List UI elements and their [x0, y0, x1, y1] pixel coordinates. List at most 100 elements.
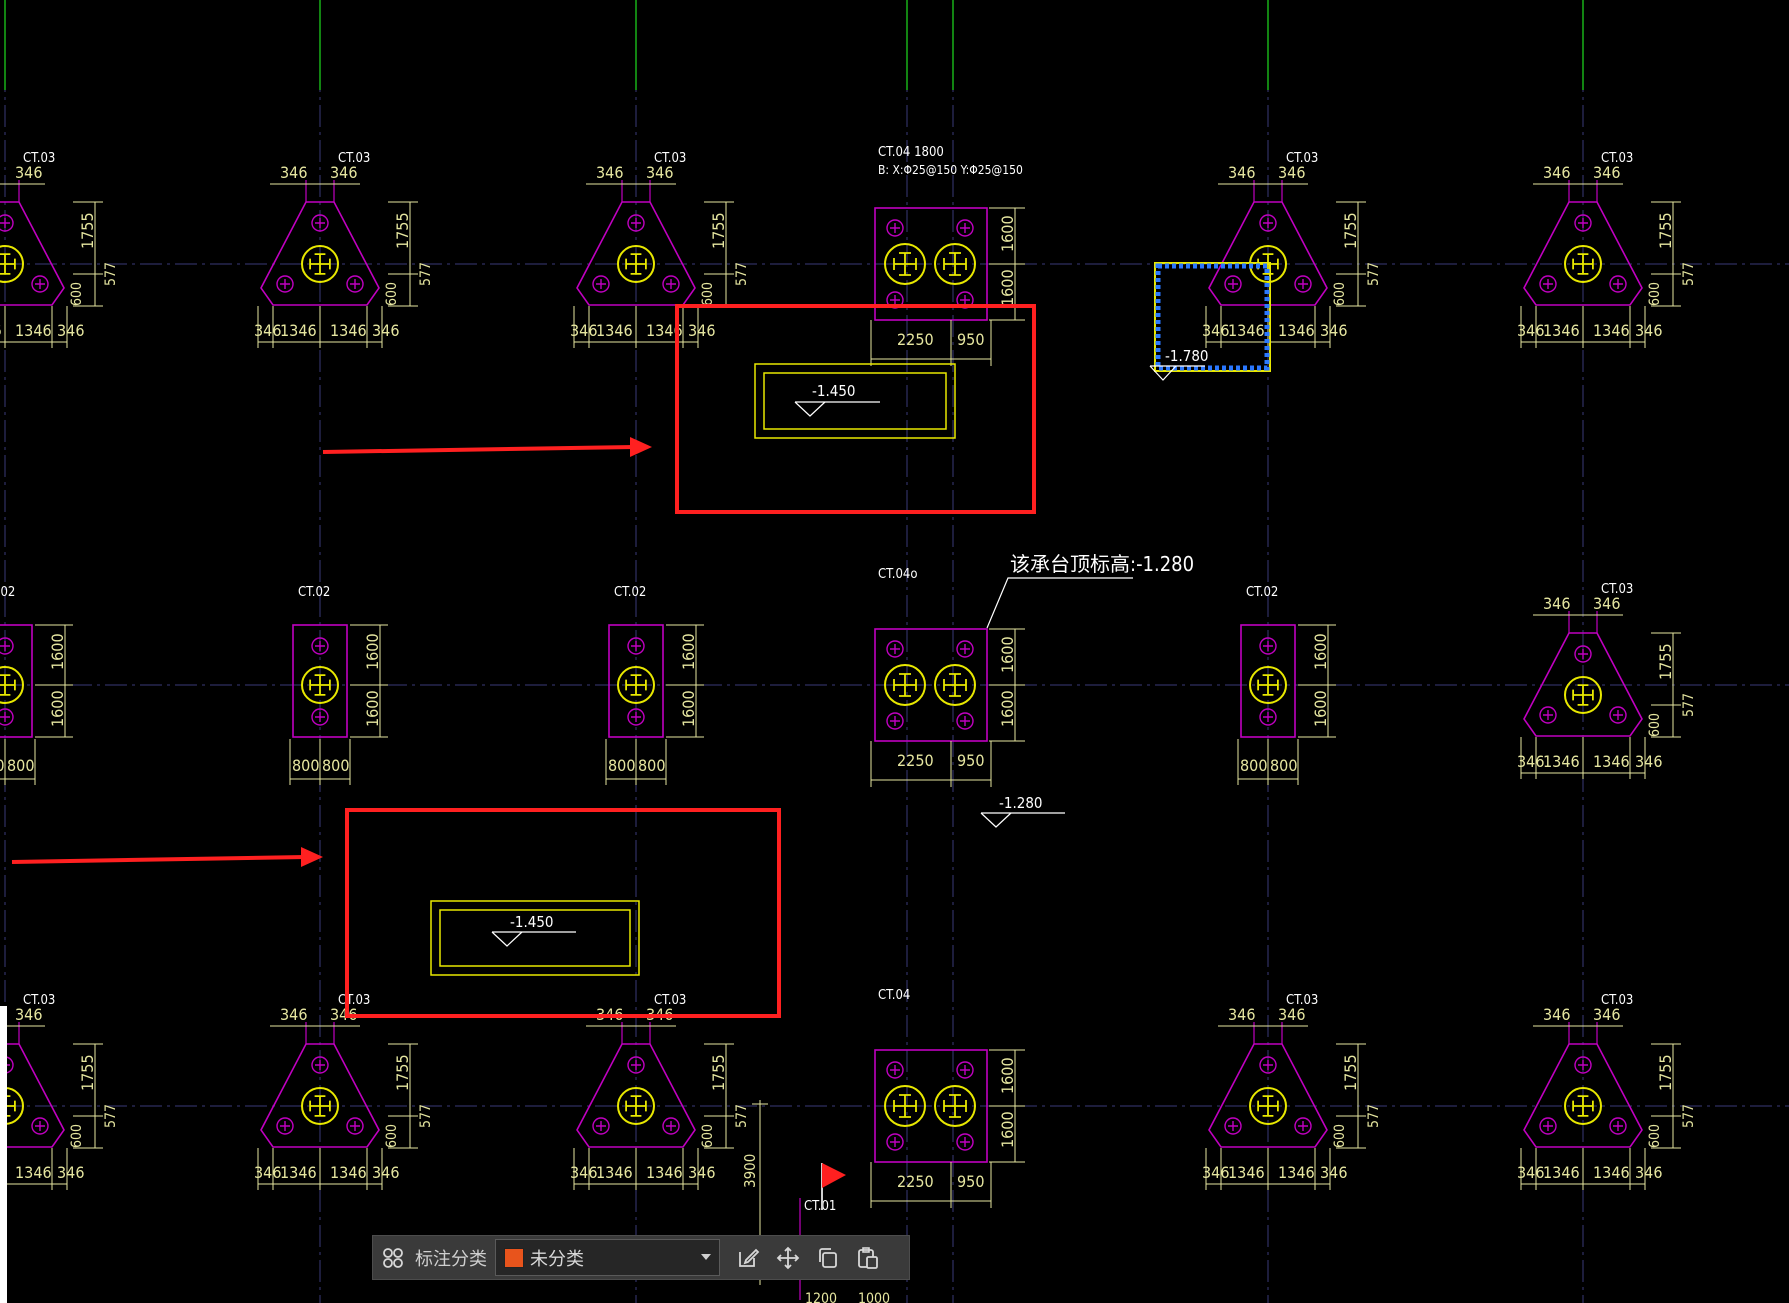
dimension-label: 346 — [1278, 163, 1305, 182]
dimension-label: 1346 — [1543, 1163, 1580, 1182]
dimension-label: 950 — [957, 1172, 984, 1191]
window-edge — [0, 1006, 7, 1303]
dimension-label: 1346 — [1278, 321, 1315, 340]
dimension-label: 346 — [1320, 1163, 1347, 1182]
dimension-label: 600 — [1647, 1124, 1663, 1148]
cap-label: CT.03 — [1286, 151, 1318, 166]
flag-icon[interactable] — [822, 1163, 846, 1188]
dimension-label: 346 — [1517, 1163, 1544, 1182]
dimension-label: 1755 — [78, 1054, 97, 1091]
dimension-label: 1346 — [596, 1163, 633, 1182]
cap-label: CT.02 — [0, 585, 15, 600]
dimension-label: 1346 — [1593, 1163, 1630, 1182]
dimension-label: 600 — [69, 1124, 85, 1148]
dimension-label: 346 — [1517, 321, 1544, 340]
dimension-label: 577 — [418, 1104, 434, 1128]
selected-cap-outline: -1.780 — [1149, 262, 1271, 381]
dimension-label: 1600 — [998, 215, 1017, 252]
dimension-label: 346 — [1228, 1005, 1255, 1024]
cap-label: CT.03 — [1286, 993, 1318, 1008]
cap-label: CT.03 — [1601, 151, 1633, 166]
dimension-label: 346 — [15, 1005, 42, 1024]
cap-label: CT.04o — [878, 567, 918, 582]
dimension-label: 600 — [1647, 713, 1663, 737]
dimension-label: 1346 — [15, 1163, 52, 1182]
dimension-label: 600 — [384, 282, 400, 306]
dimension-label: 346 — [372, 321, 399, 340]
dimension-label: 577 — [1681, 693, 1697, 717]
dimension-label: 577 — [418, 262, 434, 286]
dimension-label: 800 — [7, 756, 34, 775]
dimension-label: 600 — [1647, 282, 1663, 306]
dimension-label: 1346 — [1278, 1163, 1315, 1182]
dimension-label: 600 — [1332, 282, 1348, 306]
dimension-label: 1755 — [1656, 212, 1675, 249]
cap-label: CT.03 — [1601, 582, 1633, 597]
move-icon[interactable] — [768, 1235, 808, 1280]
dimension-label: 1755 — [1656, 643, 1675, 680]
dimension-label: 346 — [1635, 1163, 1662, 1182]
dimension-label: 346 — [688, 1163, 715, 1182]
dimension-label: 346 — [330, 163, 357, 182]
dimension-label: 346 — [1202, 1163, 1229, 1182]
dimension-label: 1200 — [805, 1291, 837, 1303]
grid-icon[interactable] — [373, 1235, 413, 1280]
dimension-label: 346 — [1543, 163, 1570, 182]
dimension-label: 1346 — [330, 1163, 367, 1182]
dimension-label: 577 — [1681, 1104, 1697, 1128]
dimension-label: 1600 — [48, 690, 67, 727]
dimension-label: 346 — [254, 321, 281, 340]
edit-icon[interactable] — [728, 1235, 768, 1280]
dimension-label: 1600 — [998, 636, 1017, 673]
cap-label: CT.01 — [804, 1199, 836, 1214]
dimension-label: 346 — [254, 1163, 281, 1182]
paste-icon[interactable] — [848, 1235, 888, 1280]
dimension-label: 1346 — [15, 321, 52, 340]
dimension-label: 346 — [1543, 1005, 1570, 1024]
elevation-label: -1.280 — [999, 794, 1043, 812]
dimension-label: 1600 — [1311, 690, 1330, 727]
highlight-box-1 — [675, 304, 1036, 514]
dimension-label: 800 — [638, 756, 665, 775]
highlight-box-2 — [345, 808, 781, 1018]
cap-label: CT.03 — [654, 993, 686, 1008]
dimension-label: 346 — [1593, 1005, 1620, 1024]
cap-label: CT.04 — [878, 988, 910, 1003]
copy-icon[interactable] — [808, 1235, 848, 1280]
cap-elevation-note-text: 该承台顶标高:-1.280 — [1010, 552, 1194, 576]
dimension-label: 800 — [1270, 756, 1297, 775]
dimension-label: 800 — [608, 756, 635, 775]
dimension-label: 346 — [1228, 163, 1255, 182]
dimension-label: 346 — [372, 1163, 399, 1182]
dimension-label: 346 — [280, 1005, 307, 1024]
annotations-layer: -1.450 -1.450 -1.280 该承台顶标高:-1.280 -1.78… — [11, 262, 1271, 1303]
dimension-label: 1346 — [0, 321, 2, 340]
dimension-label: 577 — [1681, 262, 1697, 286]
dimension-label: 1600 — [998, 269, 1017, 306]
dimension-label: 577 — [1366, 1104, 1382, 1128]
dimension-label: 577 — [734, 1104, 750, 1128]
dimension-label: 800 — [0, 756, 4, 775]
elevation-callout-box-1: -1.450 — [754, 363, 956, 439]
dimension-label: 1600 — [363, 690, 382, 727]
category-select[interactable]: 未分类 — [495, 1239, 720, 1276]
